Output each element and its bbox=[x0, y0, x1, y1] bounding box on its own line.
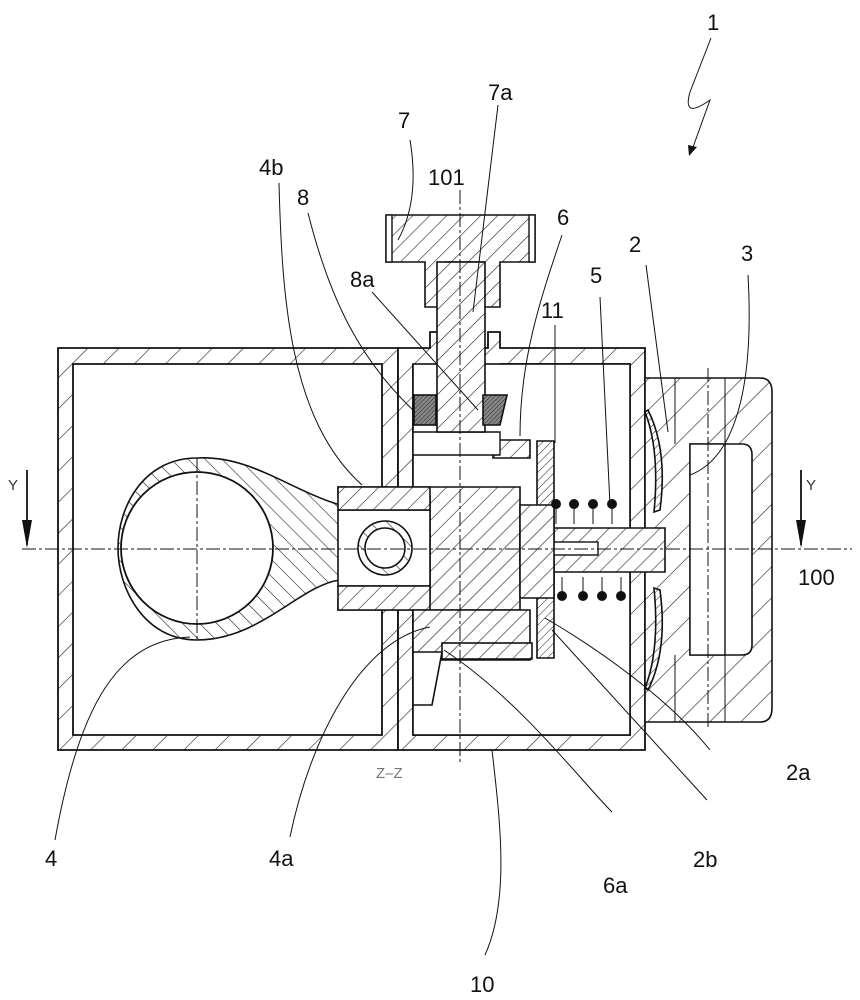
ref-2a: 2a bbox=[786, 760, 811, 785]
piston-body-4a bbox=[338, 487, 530, 660]
ref-101: 101 bbox=[428, 165, 465, 190]
ref-5: 5 bbox=[590, 263, 602, 288]
ref-100: 100 bbox=[798, 565, 835, 590]
ref-2b: 2b bbox=[693, 847, 717, 872]
stem-7a bbox=[437, 262, 485, 432]
ref-7: 7 bbox=[398, 108, 410, 133]
assembly-arrow bbox=[688, 38, 711, 156]
ref-6: 6 bbox=[557, 205, 569, 230]
section-mark-left-label: Y bbox=[8, 477, 18, 494]
ref-4a: 4a bbox=[269, 846, 294, 871]
ref-10: 10 bbox=[470, 972, 494, 997]
ref-8a: 8a bbox=[350, 267, 375, 292]
ref-4b: 4b bbox=[259, 155, 283, 180]
ref-6a: 6a bbox=[603, 873, 628, 898]
ref-1: 1 bbox=[707, 10, 719, 35]
section-label: Z–Z bbox=[376, 765, 403, 782]
ref-11: 11 bbox=[541, 298, 564, 323]
section-mark-right-label: Y bbox=[806, 477, 816, 494]
section-mark-right: Y bbox=[796, 470, 816, 548]
section-mark-left: Y bbox=[8, 470, 32, 548]
ref-8: 8 bbox=[297, 185, 309, 210]
ref-7a: 7a bbox=[488, 80, 513, 105]
ref-3: 3 bbox=[741, 241, 753, 266]
ref-4: 4 bbox=[45, 846, 57, 871]
ref-2: 2 bbox=[629, 232, 641, 257]
seal-8 bbox=[414, 395, 436, 425]
